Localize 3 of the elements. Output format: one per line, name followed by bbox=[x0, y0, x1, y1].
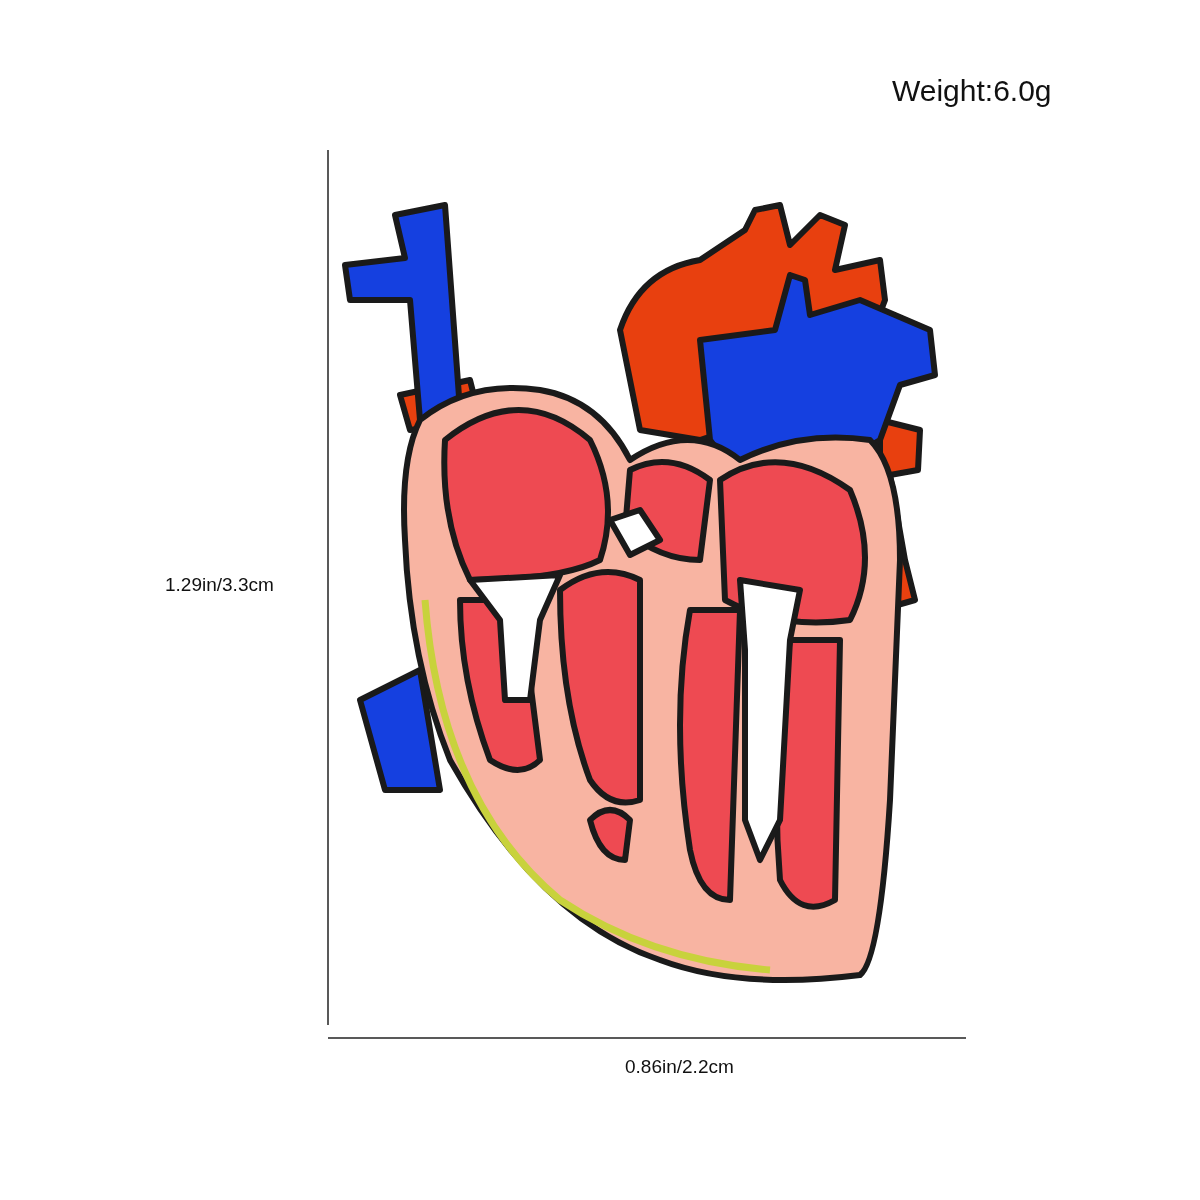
dimension-label: 1.29in/3.3cm bbox=[165, 574, 274, 596]
weight-label: Weight:6.0g bbox=[892, 74, 1052, 108]
dimension-label: 0.86in/2.2cm bbox=[625, 1056, 734, 1078]
